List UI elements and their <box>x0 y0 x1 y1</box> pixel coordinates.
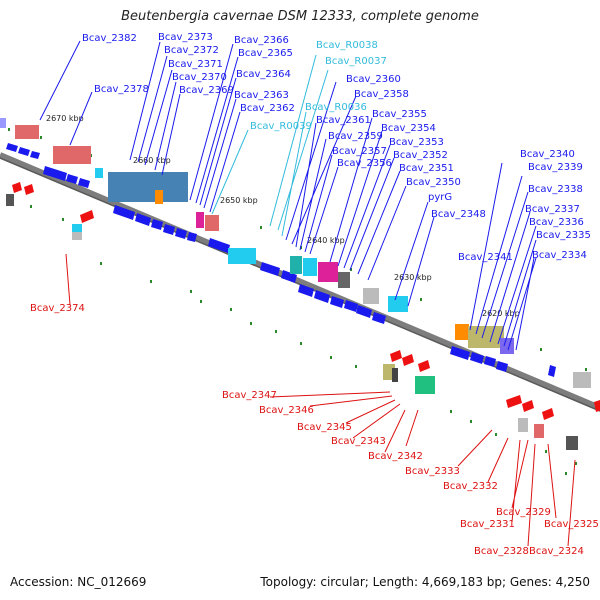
reverse-gene-labels: Bcav_2374 Bcav_2347 Bcav_2346 Bcav_2345 … <box>30 303 599 557</box>
gene-label: Bcav_2336 <box>529 217 584 228</box>
rna-label: Bcav_R0039 <box>250 121 312 132</box>
rna-label: Bcav_R0038 <box>316 40 378 51</box>
reverse-leader-lines <box>65 253 576 547</box>
gene-label: Bcav_2339 <box>528 162 583 173</box>
forward-gene-labels: Bcav_2382 Bcav_2378 Bcav_2373 Bcav_2372 … <box>82 32 591 263</box>
genome-summary: Topology: circular; Length: 4,669,183 bp… <box>260 575 590 589</box>
tick-label: 2620 kbp <box>482 309 520 318</box>
tick-label: 2640 kbp <box>307 236 345 245</box>
gene-label: Bcav_2364 <box>236 69 291 80</box>
reverse-genes <box>6 182 600 450</box>
gene-label: Bcav_2334 <box>532 250 587 261</box>
rna-label: Bcav_R0037 <box>325 56 387 67</box>
map-title: Beutenbergia cavernae DSM 12333, complet… <box>121 9 479 24</box>
gene-label: Bcav_2378 <box>94 84 149 95</box>
gene-label: Bcav_2361 <box>316 115 371 126</box>
gene-label: Bcav_2338 <box>528 184 583 195</box>
gene-label: Bcav_2355 <box>372 109 427 120</box>
gene-label: Bcav_2332 <box>443 481 498 492</box>
gene-label: Bcav_2333 <box>405 466 460 477</box>
tick-label: 2630 kbp <box>394 273 432 282</box>
gene-label: Bcav_2347 <box>222 390 277 401</box>
gene-label: Bcav_2371 <box>168 59 223 70</box>
gene-label: pyrG <box>428 192 452 203</box>
gene-label: Bcav_2328 <box>474 546 529 557</box>
gene-label: Bcav_2353 <box>389 137 444 148</box>
gene-label: Bcav_2356 <box>337 158 392 169</box>
gene-label: Bcav_2374 <box>30 303 85 314</box>
genome-backbone <box>0 152 600 411</box>
gene-label: Bcav_2382 <box>82 33 137 44</box>
rna-leader-lines <box>211 54 329 237</box>
gene-label: Bcav_2366 <box>234 35 289 46</box>
gene-label: Bcav_2345 <box>297 422 352 433</box>
gene-label: Bcav_2370 <box>172 72 227 83</box>
forward-genes <box>0 118 591 388</box>
gene-label: Bcav_2350 <box>406 177 461 188</box>
gene-label: Bcav_2373 <box>158 32 213 43</box>
rna-label: Bcav_R0036 <box>305 102 367 113</box>
gene-label: Bcav_2348 <box>431 209 486 220</box>
gene-label: Bcav_2337 <box>525 204 580 215</box>
gene-label: Bcav_2365 <box>238 48 293 59</box>
tick-label: 2670 kbp <box>46 114 84 123</box>
gene-label: Bcav_2359 <box>328 131 383 142</box>
gene-label: Bcav_2363 <box>234 90 289 101</box>
gene-label: Bcav_2324 <box>529 546 584 557</box>
forward-leader-lines <box>39 40 537 351</box>
gene-label: Bcav_2343 <box>331 436 386 447</box>
gene-label: Bcav_2346 <box>259 405 314 416</box>
gene-label: Bcav_2342 <box>368 451 423 462</box>
gene-label: Bcav_2372 <box>164 45 219 56</box>
gene-label: Bcav_2369 <box>179 85 234 96</box>
gene-label: Bcav_2357 <box>332 146 387 157</box>
gene-label: Bcav_2329 <box>496 507 551 518</box>
kbp-ticks: 2670 kbp 2660 kbp 2650 kbp 2640 kbp 2630… <box>46 114 520 318</box>
tick-label: 2660 kbp <box>133 156 171 165</box>
accession-label: Accession: NC_012669 <box>10 575 147 589</box>
gene-label: Bcav_2341 <box>458 252 513 263</box>
gene-label: Bcav_2358 <box>354 89 409 100</box>
gene-label: Bcav_2362 <box>240 103 295 114</box>
gene-label: Bcav_2335 <box>536 230 591 241</box>
tick-label: 2650 kbp <box>220 196 258 205</box>
gene-label: Bcav_2340 <box>520 149 575 160</box>
gene-label: Bcav_2360 <box>346 74 401 85</box>
gene-label: Bcav_2352 <box>393 150 448 161</box>
gene-label: Bcav_2331 <box>460 519 515 530</box>
gene-label: Bcav_2351 <box>399 163 454 174</box>
gene-label: Bcav_2325 <box>544 519 599 530</box>
gene-label: Bcav_2354 <box>381 123 436 134</box>
